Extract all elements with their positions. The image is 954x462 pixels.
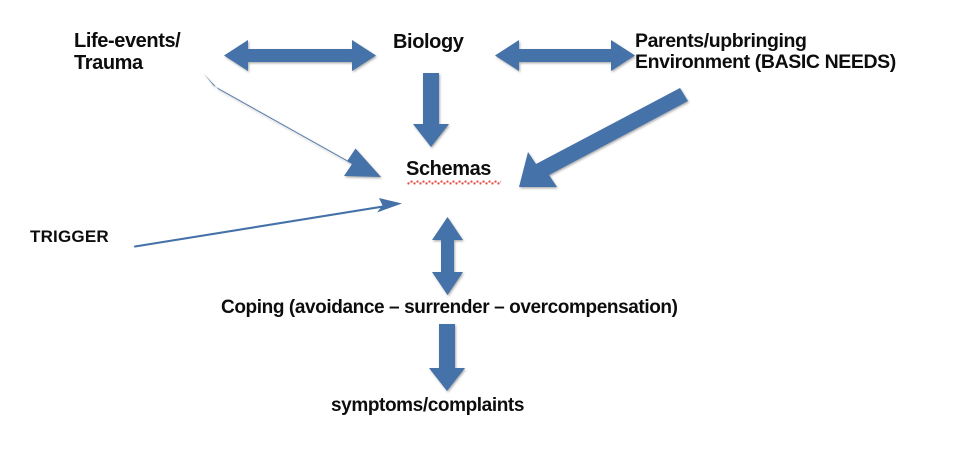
- node-parents-line1: Parents/upbringing: [635, 30, 807, 52]
- life-events-to-schemas-arrow: [203, 73, 381, 177]
- node-schemas: Schemas: [406, 158, 492, 180]
- node-life-events-line2: Trauma: [74, 51, 143, 74]
- parents-to-schemas-arrow: [519, 88, 688, 187]
- node-symptoms: symptoms/complaints: [331, 395, 525, 416]
- node-biology: Biology: [393, 31, 464, 53]
- biology-to-schemas-arrow: [413, 73, 449, 147]
- node-life-events-line1: Life-events/: [74, 30, 181, 52]
- spellcheck-underline-icon: [407, 180, 501, 185]
- node-trigger: TRIGGER: [30, 227, 109, 246]
- life-events-biology-double-arrow: [224, 40, 376, 71]
- coping-to-symptoms-arrow: [429, 324, 465, 391]
- node-parents-line2: Environment (BASIC NEEDS): [635, 51, 896, 74]
- node-coping: Coping (avoidance – surrender – overcomp…: [221, 297, 678, 318]
- trigger-to-schemas-arrow: [133, 198, 402, 248]
- schemas-coping-double-arrow: [432, 217, 463, 295]
- node-life-events: Life-events/Trauma: [74, 30, 181, 74]
- biology-parents-double-arrow: [495, 40, 635, 71]
